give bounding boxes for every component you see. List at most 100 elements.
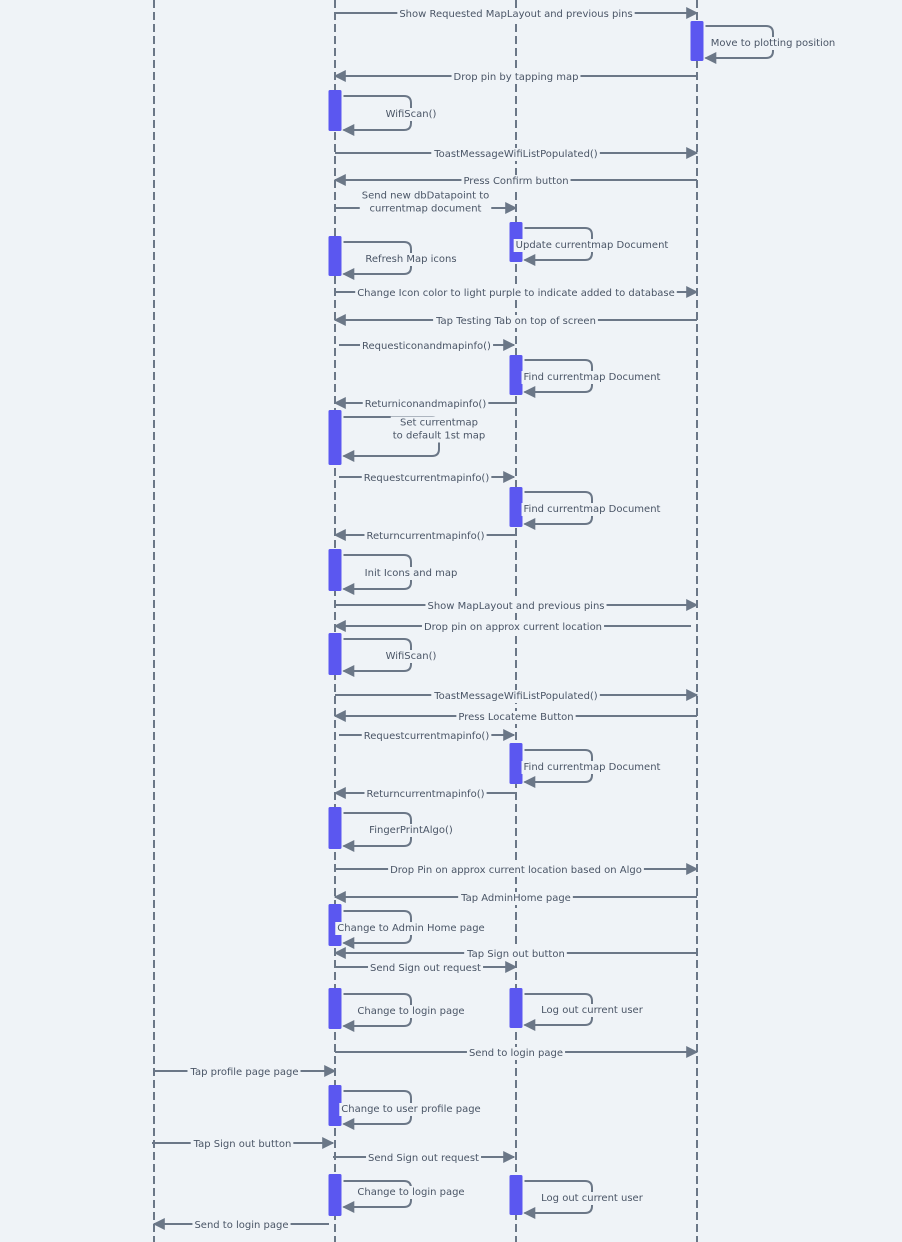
self-call-label: Find currentmap Document [524,372,661,383]
message-7: Tap Testing Tab on top of screen [333,314,697,328]
message-label: Returniconandmapinfo() [365,399,487,410]
message-label-bg [360,340,494,353]
message-label-bg [364,788,487,801]
self-call-label-bg [521,503,663,516]
message-label-bg [397,8,635,21]
self-call-label-bg [521,761,663,774]
self-call-9: WifiScan() [342,638,439,677]
message-label: Send to login page [194,1220,288,1231]
activation-bar [328,90,342,131]
self-call-4: Refresh Map icons [342,241,459,280]
self-call-label-bg [367,824,455,837]
self-call-14: Log out current user [523,993,646,1031]
message-10: Requestcurrentmapinfo() [339,471,516,485]
message-label: Tap Testing Tab on top of screen [435,316,596,327]
message-22: Send to login page [335,1046,699,1060]
activation-bar [509,355,523,395]
self-call-label: Change to Admin Home page [337,923,484,934]
activation-bar [690,21,704,61]
message-label-bg [366,1152,482,1165]
message-label-bg [368,962,484,975]
self-call-5: Find currentmap Document [521,359,663,398]
message-18: Drop Pin on approx current location base… [335,863,699,877]
activation-bar [328,904,342,946]
message-23: Tap profile page page [154,1065,337,1079]
message-label-bg [421,621,605,634]
activation-bar [328,549,342,591]
self-call-label-bg [335,922,487,935]
message-label: Tap Sign out button [466,949,565,960]
message-label-bg [388,864,644,877]
self-call-16: Change to login page [342,1180,467,1213]
self-call-label-bg [362,567,460,580]
self-call-label: Find currentmap Document [524,504,661,515]
message-label: Show Requested MapLayout and previous pi… [399,9,632,20]
message-label-bg [458,892,573,905]
self-call-13: Change to login page [342,993,467,1032]
message-label-bg [187,1066,301,1079]
self-call-label: WifiScan() [386,651,437,662]
message-label-bg [425,600,607,613]
message-14: ToastMessageWifiListPopulated() [335,689,699,703]
message-24: Tap Sign out button [152,1137,335,1151]
activation-bar [509,743,523,784]
message-label: Change Icon color to light purple to ind… [357,288,675,299]
message-16: Requestcurrentmapinfo() [339,729,516,743]
message-label-bg [361,730,492,743]
self-call-17: Log out current user [523,1180,646,1219]
activation-bar [328,988,342,1029]
message-13: Drop pin on approx current location [333,620,691,634]
activation-bar [328,1174,342,1216]
activation-bar [328,1085,342,1126]
message-label: Press Confirm button [463,176,568,187]
activation-bar [328,807,342,849]
message-label: Drop Pin on approx current location base… [390,865,642,876]
message-label: Tap AdminHome page [460,893,571,904]
message-label-bg [466,1047,566,1060]
self-call-label: Log out current user [541,1005,644,1016]
self-call-label: Init Icons and map [365,568,458,579]
message-label: Requestcurrentmapinfo() [364,473,490,484]
message-label-bg [361,472,492,485]
self-call-label: Change to login page [357,1006,464,1017]
message-label-bg [451,71,581,84]
message-label: Send Sign out request [370,963,481,974]
activation-bar [509,487,523,527]
self-call-15: Change to user profile page [339,1090,483,1130]
message-label: Show MapLayout and previous pins [427,601,604,612]
activation-bar [328,410,342,465]
message-21: Send Sign out request [335,961,518,975]
message-label-bg [461,175,571,188]
message-label: Tap Sign out button [193,1139,292,1150]
self-call-label: Log out current user [541,1193,644,1204]
message-9: Returniconandmapinfo() [333,397,516,411]
message-4: Press Confirm button [333,174,697,188]
self-call-label: Change to login page [357,1187,464,1198]
message-label: ToastMessageWifiListPopulated() [433,149,598,160]
self-call-3: Update currentmap Document [513,227,671,266]
self-call-label: WifiScan() [386,109,437,120]
message-15: Press Locateme Button [333,710,697,724]
message-label-bg [456,711,576,724]
message-label: Press Locateme Button [458,712,573,723]
self-call-label-bg [513,239,671,252]
self-call-label-bg [521,371,663,384]
self-call-label-bg [390,416,488,443]
self-call-2: WifiScan() [342,95,439,136]
message-label: ToastMessageWifiListPopulated() [433,691,598,702]
self-call-label: Refresh Map icons [365,254,456,265]
self-call-label: Find currentmap Document [524,762,661,773]
message-label: Returncurrentmapinfo() [366,531,484,542]
message-20: Tap Sign out button [333,947,697,961]
self-call-label: Move to plotting position [711,38,836,49]
message-label-bg [464,948,567,961]
message-17: Returncurrentmapinfo() [333,787,516,801]
message-label-bg [190,1138,294,1151]
message-26: Send to login page [152,1218,329,1232]
self-call-label-bg [539,1004,646,1017]
message-1: Show Requested MapLayout and previous pi… [335,7,699,21]
message-label-bg [431,148,600,161]
